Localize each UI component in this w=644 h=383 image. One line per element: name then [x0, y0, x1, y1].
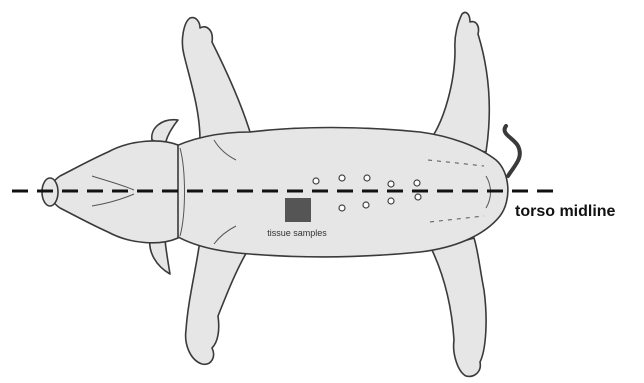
front-leg-bottom [186, 240, 248, 364]
biopsy-circle [415, 194, 421, 200]
biopsy-circle [363, 202, 369, 208]
biopsy-circle [388, 181, 394, 187]
tissue-samples-label: tissue samples [267, 228, 327, 238]
hind-leg-bottom [432, 238, 486, 376]
biopsy-circle [364, 175, 370, 181]
pig-body [42, 12, 520, 376]
torso-midline-label: torso midline [515, 203, 616, 220]
biopsy-circle [414, 180, 420, 186]
biopsy-circle [339, 175, 345, 181]
biopsy-circle [339, 205, 345, 211]
biopsy-circle [313, 178, 319, 184]
biopsy-circle [388, 198, 394, 204]
front-leg-top [182, 18, 250, 140]
hind-leg-top [430, 12, 489, 152]
tissue-sample-marker [285, 198, 311, 222]
tail [505, 126, 520, 176]
